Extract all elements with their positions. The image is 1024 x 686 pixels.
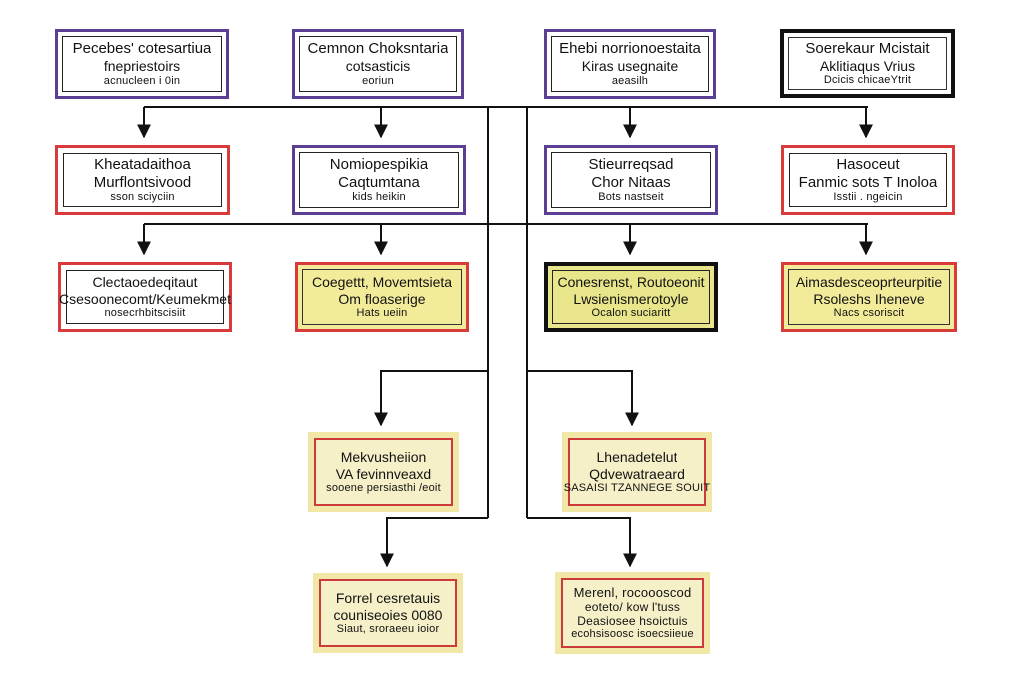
node-r1c4-line3: Dcicis chicaeYtrit — [823, 74, 912, 87]
node-r1c3: Ehebi norrionoestaita Kiras usegnaite ae… — [544, 29, 716, 99]
node-r4c3: Lhenadetelut Qdvewatraeard SASAISI TZANN… — [562, 432, 712, 512]
node-r2c3: Stieurreqsad Chor Nitaas Bots nastseit — [544, 145, 718, 215]
node-r5c3-line4: ecohsisoosc isoecsiieue — [571, 628, 694, 641]
node-r2c3-line1: Stieurreqsad — [588, 155, 674, 173]
node-r1c2: Cemnon Choksntaria cotsasticis eoriun — [292, 29, 464, 99]
node-r2c2-line3: kids heikin — [352, 191, 406, 204]
node-r3c2-line3: Hats ueiin — [356, 307, 408, 320]
node-r2c1: Kheatadaithoa Murflontsivood sson sciyci… — [55, 145, 230, 215]
node-r5c3: Merenl, rocoooscod eoteto/ kow l'tuss De… — [555, 572, 710, 654]
node-r1c4: Soerekaur Mcistait Aklitiaqus Vrius Dcic… — [780, 29, 955, 98]
node-r1c3-line2: Kiras usegnaite — [581, 58, 679, 75]
node-r2c2-line2: Caqtumtana — [338, 173, 420, 191]
node-r4c3-line1: Lhenadetelut — [596, 449, 678, 465]
node-r2c3-line2: Chor Nitaas — [591, 173, 671, 191]
node-r1c1-line1: Pecebes' cotesartiua — [72, 40, 212, 58]
node-r3c1-line3: nosecrhbitscisiit — [104, 307, 186, 320]
node-r2c2-line1: Nomiopespikia — [329, 155, 429, 173]
node-r3c4: Aimasdesceoprteurpitie Rsoleshs Iheneve … — [781, 262, 957, 332]
node-r1c2-line1: Cemnon Choksntaria — [307, 40, 449, 58]
node-r5c2-line1: Forrel cesretauis — [335, 590, 441, 606]
node-r1c2-line3: eoriun — [362, 74, 394, 87]
arrow-r4c2 — [374, 370, 488, 427]
node-r1c3-line3: aeasilh — [611, 74, 649, 87]
node-r1c4-line2: Aklitiaqus Vrius — [819, 57, 916, 74]
node-r2c4: Hasoceut Fanmic sots T Inoloa Isstii . n… — [781, 145, 955, 215]
arrow-r5c2 — [380, 517, 488, 568]
node-r5c3-line3: Deasiosee hsoictuis — [577, 614, 688, 629]
node-r5c3-line1: Merenl, rocoooscod — [573, 584, 692, 600]
node-r5c3-line2: eoteto/ kow l'tuss — [584, 600, 681, 615]
node-r2c3-line3: Bots nastseit — [598, 191, 664, 204]
node-r2c4-line1: Hasoceut — [836, 155, 900, 173]
node-r3c1: Clectaoedeqitaut Csesoonecomt/Keumekmet … — [58, 262, 232, 332]
node-r3c3-line1: Conesrenst, Routoeonit — [557, 274, 705, 290]
node-r3c4-line2: Rsoleshs Iheneve — [813, 290, 925, 307]
node-r1c1-line2: fnepriestoirs — [103, 58, 181, 75]
node-r1c1-line3: acnucleen i 0in — [103, 74, 181, 87]
node-r2c4-line3: Isstii . ngeicin — [833, 191, 903, 204]
node-r3c1-line2: Csesoonecomt/Keumekmet — [59, 290, 231, 307]
node-r1c2-line2: cotsasticis — [345, 58, 411, 75]
node-r5c2: Forrel cesretauis couniseoies 0080 Siaut… — [313, 573, 463, 653]
node-r1c4-line1: Soerekaur Mcistait — [805, 39, 930, 57]
node-r5c2-line3: Siaut, sroraeeu ioior — [336, 623, 440, 636]
node-r2c1-line3: sson sciyciin — [110, 191, 175, 204]
node-r4c2-line3: sooene persiasthi /eoit — [326, 482, 441, 495]
arrow-r4c3 — [527, 370, 639, 427]
node-r3c2: Coegettt, Movemtsieta Om floaserige Hats… — [295, 262, 469, 332]
node-r4c2-line2: VA fevinnveaxd — [335, 465, 432, 482]
node-r4c2-line1: Mekvusheiion — [340, 449, 427, 465]
node-r2c1-line1: Kheatadaithoa — [94, 155, 191, 173]
arrow-r5c3 — [527, 517, 637, 568]
node-r3c4-line1: Aimasdesceoprteurpitie — [795, 274, 943, 290]
node-r1c1: Pecebes' cotesartiua fnepriestoirs acnuc… — [55, 29, 229, 99]
node-r3c2-line2: Om floaserige — [338, 290, 426, 307]
node-r3c3-line2: Lwsienismerotoyle — [573, 290, 689, 307]
node-r3c3: Conesrenst, Routoeonit Lwsienismerotoyle… — [544, 262, 718, 332]
node-r2c2: Nomiopespikia Caqtumtana kids heikin — [292, 145, 466, 215]
node-r3c1-line1: Clectaoedeqitaut — [92, 274, 198, 290]
node-r2c4-line2: Fanmic sots T Inoloa — [798, 173, 938, 191]
node-r1c3-line1: Ehebi norrionoestaita — [559, 40, 701, 58]
node-r4c3-line2: Qdvewatraeard — [589, 465, 685, 482]
node-r4c2: Mekvusheiion VA fevinnveaxd sooene persi… — [308, 432, 459, 512]
node-r2c1-line2: Murflontsivood — [93, 173, 192, 191]
node-r3c4-line3: Nacs csoriscit — [833, 307, 905, 320]
node-r4c3-line3: SASAISI TZANNEGE SOUIT — [563, 482, 711, 495]
node-r3c2-line1: Coegettt, Movemtsieta — [311, 274, 453, 290]
node-r3c3-line3: Ocalon suciaritt — [591, 307, 671, 320]
node-r5c2-line2: couniseoies 0080 — [333, 606, 443, 623]
